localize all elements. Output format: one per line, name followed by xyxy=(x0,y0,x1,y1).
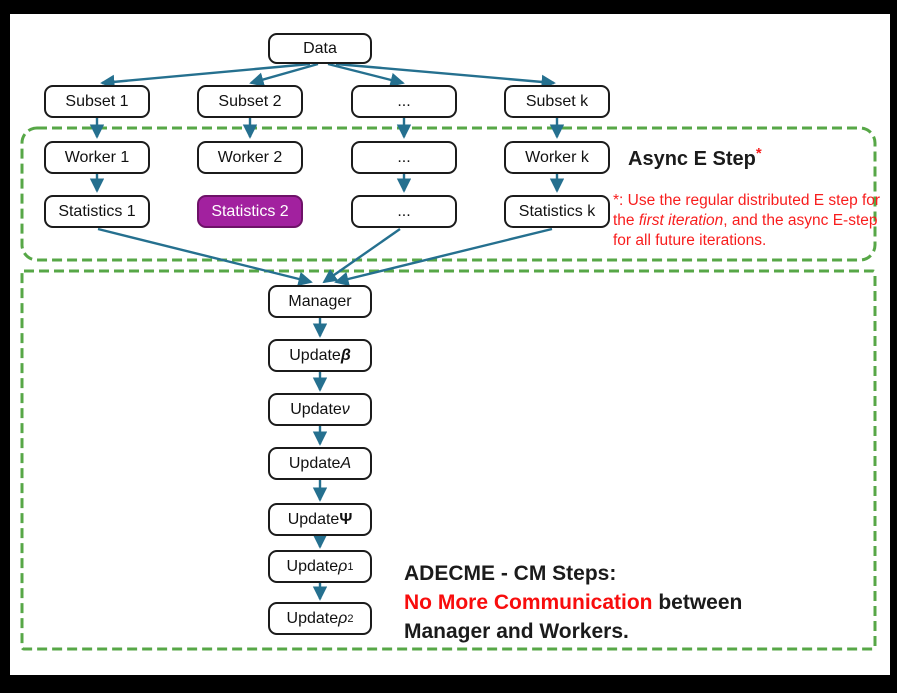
node-manager: Manager xyxy=(268,285,372,318)
cm-steps-note: ADECME - CM Steps: No More Communication… xyxy=(404,559,742,646)
diagram-connectors xyxy=(20,62,877,651)
node-data: Data xyxy=(268,33,372,64)
node-label: Worker 1 xyxy=(64,148,130,166)
node-label: Worker 2 xyxy=(217,148,283,166)
node-label: Statistics 2 xyxy=(211,202,289,220)
node-label: ... xyxy=(397,202,411,220)
symbol-beta: β xyxy=(340,346,351,364)
footnote-italic: first iteration xyxy=(638,212,724,229)
node-label: Worker k xyxy=(525,148,589,166)
async-e-step-region xyxy=(20,126,877,262)
node-label: Update xyxy=(289,346,341,364)
node-update-nu: Update ν xyxy=(268,393,372,426)
node-label: Statistics 1 xyxy=(58,202,136,220)
node-label: Subset 1 xyxy=(65,92,129,110)
node-label: Update xyxy=(286,557,339,575)
node-label: Update xyxy=(286,609,339,627)
node-label: Update xyxy=(288,454,341,472)
async-e-step-title-text: Async E Step xyxy=(628,148,756,170)
symbol-nu: ν xyxy=(341,400,350,418)
node-worker-2: Worker 2 xyxy=(197,141,303,174)
arrow-data-to-subset-k xyxy=(335,62,556,90)
cm-steps-region xyxy=(20,269,877,651)
node-statistics-1: Statistics 1 xyxy=(44,195,150,228)
node-update-A: Update A xyxy=(268,447,372,480)
symbol-A: A xyxy=(340,454,352,472)
node-statistics-k: Statistics k xyxy=(504,195,610,228)
cm-note-red-text: No More Communication xyxy=(404,591,653,614)
cm-note-line2: No More Communication between xyxy=(404,588,742,617)
node-label: Manager xyxy=(288,292,352,310)
node-worker-1: Worker 1 xyxy=(44,141,150,174)
node-subset-ellipsis: ... xyxy=(351,85,457,118)
node-label: Subset 2 xyxy=(218,92,282,110)
arrow-data-to-subset-1 xyxy=(100,62,311,90)
symbol-rho: ρ xyxy=(338,557,348,575)
arrow-data-to-subset-2 xyxy=(249,62,319,87)
symbol-rho: ρ xyxy=(338,609,348,627)
node-statistics-2-highlighted: Statistics 2 xyxy=(197,195,303,228)
node-label: Subset k xyxy=(525,92,589,110)
node-worker-k: Worker k xyxy=(504,141,610,174)
cm-note-after-red: between xyxy=(652,591,743,614)
arrow-stats-ellipsis-to-manager xyxy=(322,228,401,284)
node-label: ... xyxy=(397,92,411,110)
node-subset-1: Subset 1 xyxy=(44,85,150,118)
footnote-tail: , and the async E-step for all future it… xyxy=(613,212,878,249)
diagram-canvas: Data Subset 1 Subset 2 ... Subset k Work… xyxy=(10,14,890,675)
node-subset-k: Subset k xyxy=(504,85,610,118)
cm-note-line1: ADECME - CM Steps: xyxy=(404,562,617,585)
node-subset-2: Subset 2 xyxy=(197,85,303,118)
node-data-label: Data xyxy=(303,39,337,57)
node-label: Update xyxy=(290,400,342,418)
arrow-data-to-subset-ellipsis xyxy=(327,62,405,87)
arrow-stats1-to-manager xyxy=(97,227,313,286)
node-label: Update xyxy=(287,510,340,528)
node-update-beta: Update β xyxy=(268,339,372,372)
cm-note-line3: Manager and Workers. xyxy=(404,620,629,643)
symbol-subscript: 2 xyxy=(347,612,354,625)
async-footnote: *: Use the regular distributed E step fo… xyxy=(613,191,889,251)
arrow-statsk-to-manager xyxy=(334,227,553,287)
symbol-psi: Ψ xyxy=(339,510,353,528)
node-worker-ellipsis: ... xyxy=(351,141,457,174)
async-e-step-title: Async E Step* xyxy=(628,145,762,171)
footnote-lead: *: Use the regular distributed E step fo… xyxy=(613,192,881,229)
node-label: Statistics k xyxy=(518,202,596,220)
asterisk-superscript: * xyxy=(755,145,762,162)
node-label: ... xyxy=(397,148,411,166)
symbol-subscript: 1 xyxy=(347,560,354,573)
node-update-psi: Update Ψ xyxy=(268,503,372,536)
node-statistics-ellipsis: ... xyxy=(351,195,457,228)
